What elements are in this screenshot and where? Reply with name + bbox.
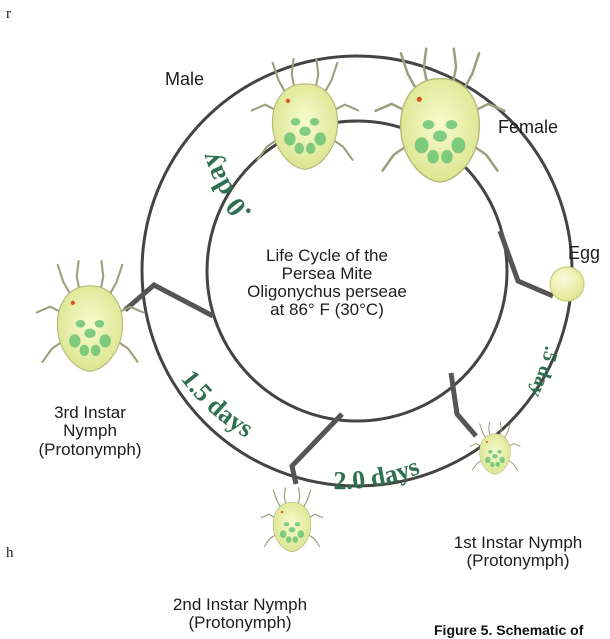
third-instar-mite-image	[37, 261, 143, 371]
egg-image	[550, 267, 584, 301]
second-instar-mite-image	[261, 488, 323, 552]
stage-label-second-instar: 2nd Instar Nymph (Protonymph)	[140, 596, 340, 633]
stage-label-first-instar: 1st Instar Nymph (Protonymph)	[428, 534, 608, 571]
diagram-center-title: Life Cycle of the Persea Mite Oligonychu…	[232, 247, 422, 318]
stage-label-egg: Egg	[568, 244, 600, 263]
center-title-line: Life Cycle of the	[232, 247, 422, 265]
center-title-line: at 86° F (30°C)	[232, 301, 422, 319]
stage-label-third-instar: 3rd Instar Nymph (Protonymph)	[20, 404, 160, 459]
center-title-line: Oligonychus perseae	[232, 283, 422, 301]
margin-fragment: h	[6, 545, 14, 562]
stage-label-male: Male	[165, 70, 204, 89]
margin-fragment: r	[6, 6, 11, 23]
stage-label-female: Female	[498, 118, 558, 137]
center-title-line: Persea Mite	[232, 265, 422, 283]
figure-caption: Figure 5. Schematic of	[434, 622, 583, 638]
